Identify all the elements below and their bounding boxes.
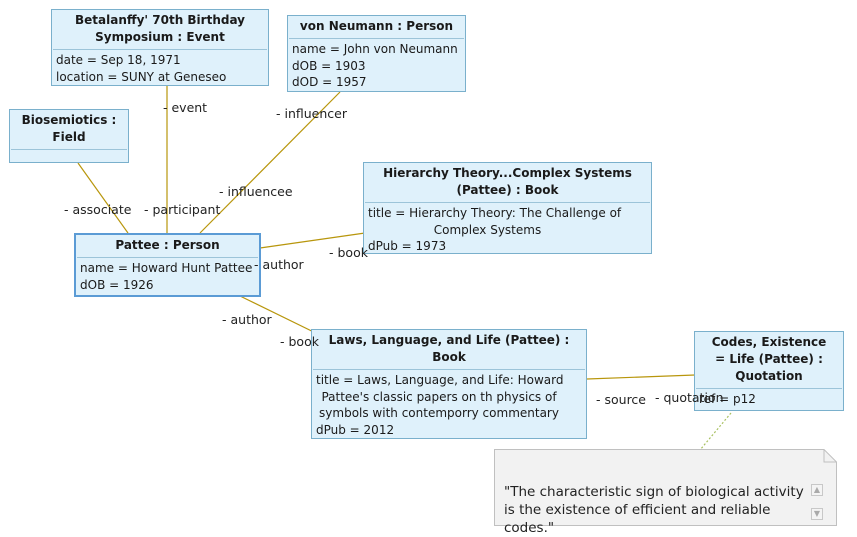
- attribute: date = Sep 18, 1971: [56, 53, 181, 67]
- node-title-line: (Pattee) : Book: [456, 183, 559, 197]
- label-book-laws: - book: [280, 334, 319, 349]
- attribute: dOB = 1903: [292, 58, 366, 73]
- node-symposium-event[interactable]: Betalanffy' 70th Birthday Symposium : Ev…: [51, 9, 269, 86]
- node-hierarchy-theory-book[interactable]: Hierarchy Theory...Complex Systems (Patt…: [363, 162, 652, 254]
- node-codes-quotation[interactable]: Codes, Existence = Life (Pattee) : Quota…: [694, 331, 844, 411]
- attribute: dOD = 1957: [292, 75, 367, 89]
- node-von-neumann-person[interactable]: von Neumann : Person name = John von Neu…: [287, 15, 466, 92]
- node-title-line: Biosemiotics :: [21, 113, 117, 127]
- label-influencee: - influencee: [219, 184, 293, 199]
- node-title-line: Hierarchy Theory...Complex Systems: [383, 166, 632, 180]
- attribute: dPub = 1973: [368, 239, 447, 253]
- note-text: "The characteristic sign of biological a…: [504, 484, 804, 536]
- scroll-down-icon[interactable]: ▼: [811, 508, 823, 520]
- attribute: dOB = 1926: [80, 277, 154, 292]
- node-title-line: von Neumann : Person: [299, 19, 454, 33]
- note-anchor-line: [699, 412, 732, 451]
- scroll-up-icon[interactable]: ▲: [811, 484, 823, 496]
- attribute: Complex Systems: [433, 222, 542, 237]
- node-attributes: name = John von Neumann dOB = 1903 dOD =…: [288, 39, 465, 93]
- node-attributes: title = Hierarchy Theory: The Challenge …: [364, 203, 651, 257]
- node-title: Hierarchy Theory...Complex Systems (Patt…: [365, 163, 650, 203]
- label-author-hierarchy: - author: [254, 257, 304, 272]
- node-attributes: title = Laws, Language, and Life: Howard…: [312, 370, 586, 440]
- node-title: Biosemiotics : Field: [11, 110, 127, 150]
- node-title: von Neumann : Person: [289, 16, 464, 39]
- label-author-laws: - author: [222, 312, 272, 327]
- node-attributes: ref = p12: [695, 389, 843, 410]
- node-title-line: Field: [52, 130, 86, 144]
- node-title-line: Symposium : Event: [95, 30, 225, 44]
- label-quotation: - quotation: [655, 390, 724, 405]
- edge-influencer-influencee[interactable]: [199, 91, 341, 234]
- label-participant: - participant: [144, 202, 221, 217]
- attribute: ref = p12: [699, 392, 756, 406]
- attribute: name = John von Neumann: [292, 42, 458, 56]
- node-title-line: Laws, Language, and Life (Pattee) :: [328, 333, 570, 347]
- quotation-note[interactable]: "The characteristic sign of biological a…: [494, 449, 837, 536]
- node-biosemiotics-field[interactable]: Biosemiotics : Field: [9, 109, 129, 163]
- attribute: title = Laws, Language, and Life: Howard: [316, 373, 564, 387]
- node-pattee-person[interactable]: Pattee : Person name = Howard Hunt Patte…: [74, 233, 261, 297]
- label-influencer: - influencer: [276, 106, 347, 121]
- node-title-line: Quotation: [735, 369, 803, 383]
- label-associate: - associate: [64, 202, 132, 217]
- node-title-line: Codes, Existence: [711, 335, 827, 349]
- node-attributes: name = Howard Hunt Pattee dOB = 1926: [76, 258, 259, 295]
- attribute: symbols with contemporry commentary: [319, 406, 559, 420]
- label-event: - event: [163, 100, 208, 115]
- attribute: dPub = 2012: [316, 422, 395, 437]
- node-title-line: Pattee : Person: [115, 238, 220, 252]
- label-source: - source: [596, 392, 646, 407]
- node-laws-language-life-book[interactable]: Laws, Language, and Life (Pattee) : Book…: [311, 329, 587, 439]
- label-book-hierarchy: - book: [329, 245, 368, 260]
- node-title: Betalanffy' 70th Birthday Symposium : Ev…: [53, 10, 267, 50]
- attribute: location = SUNY at Geneseo: [56, 69, 227, 84]
- node-title-line: Betalanffy' 70th Birthday: [74, 13, 246, 27]
- node-title: Laws, Language, and Life (Pattee) : Book: [313, 330, 585, 370]
- attribute: name = Howard Hunt Pattee: [80, 261, 253, 275]
- note-shape: [494, 449, 837, 526]
- node-title: Pattee : Person: [77, 235, 258, 258]
- node-attributes: date = Sep 18, 1971 location = SUNY at G…: [52, 50, 268, 87]
- attribute: Pattee's classic papers on th physics of: [321, 389, 557, 404]
- edge-quotation-source[interactable]: [586, 374, 696, 380]
- node-title-line: = Life (Pattee) :: [715, 352, 823, 366]
- edge-hierarchy-book[interactable]: [259, 232, 366, 249]
- node-title: Codes, Existence = Life (Pattee) : Quota…: [696, 332, 842, 389]
- node-title-line: Book: [432, 350, 466, 364]
- attribute: title = Hierarchy Theory: The Challenge …: [368, 206, 622, 220]
- edge-field-associate[interactable]: [77, 162, 129, 234]
